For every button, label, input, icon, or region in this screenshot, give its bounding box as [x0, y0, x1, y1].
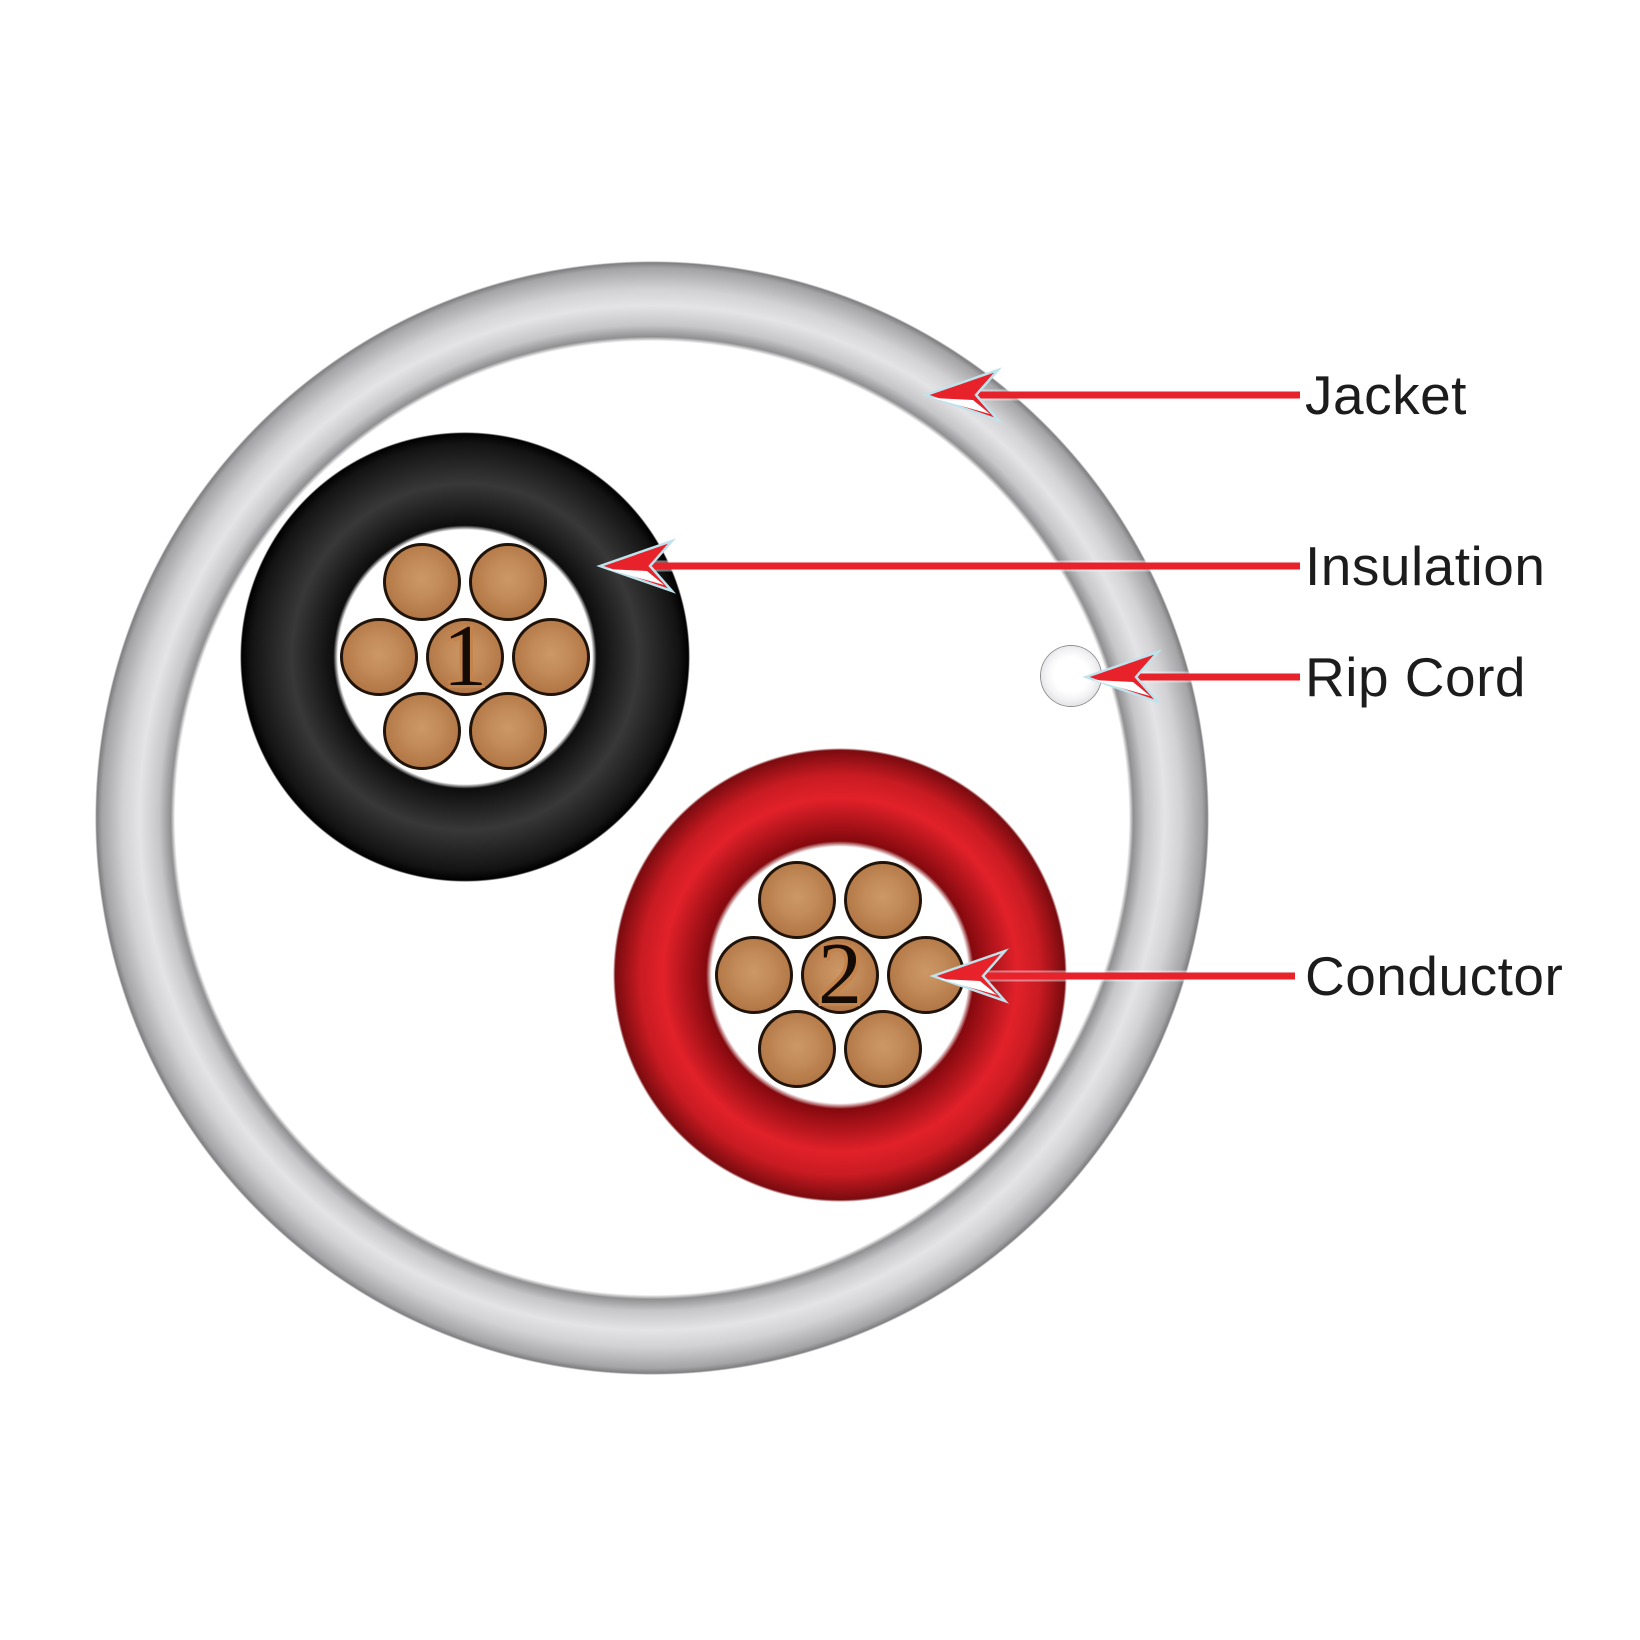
jacket-ring	[95, 261, 1209, 1375]
conductor-strand	[340, 618, 418, 696]
conductor-strand	[469, 543, 547, 621]
wire-number-1: 1	[443, 608, 487, 705]
conductor-strand	[469, 692, 547, 770]
conductor-strand-numbered: 2	[801, 931, 879, 1019]
conductor-strand	[887, 936, 965, 1014]
conductor-strand	[715, 936, 793, 1014]
rip-cord-arrow	[1082, 649, 1300, 705]
conductor-arrow	[929, 948, 1295, 1004]
conductor-strand	[844, 1010, 922, 1088]
label-jacket: Jacket	[1305, 364, 1467, 426]
conductor-strand	[383, 543, 461, 621]
conductor-strand-numbered: 1	[426, 613, 504, 701]
label-insulation: Insulation	[1305, 535, 1546, 597]
conductor-strand	[758, 1010, 836, 1088]
conductor-strand	[758, 861, 836, 939]
conductor-strand	[383, 692, 461, 770]
jacket-arrow	[922, 367, 1300, 423]
insulation-arrow	[596, 538, 1300, 594]
conductor-strand	[512, 618, 590, 696]
conductor-strand	[844, 861, 922, 939]
wire-number-2: 2	[818, 926, 862, 1023]
label-conductor: Conductor	[1305, 945, 1564, 1007]
label-rip-cord: Rip Cord	[1305, 646, 1527, 708]
